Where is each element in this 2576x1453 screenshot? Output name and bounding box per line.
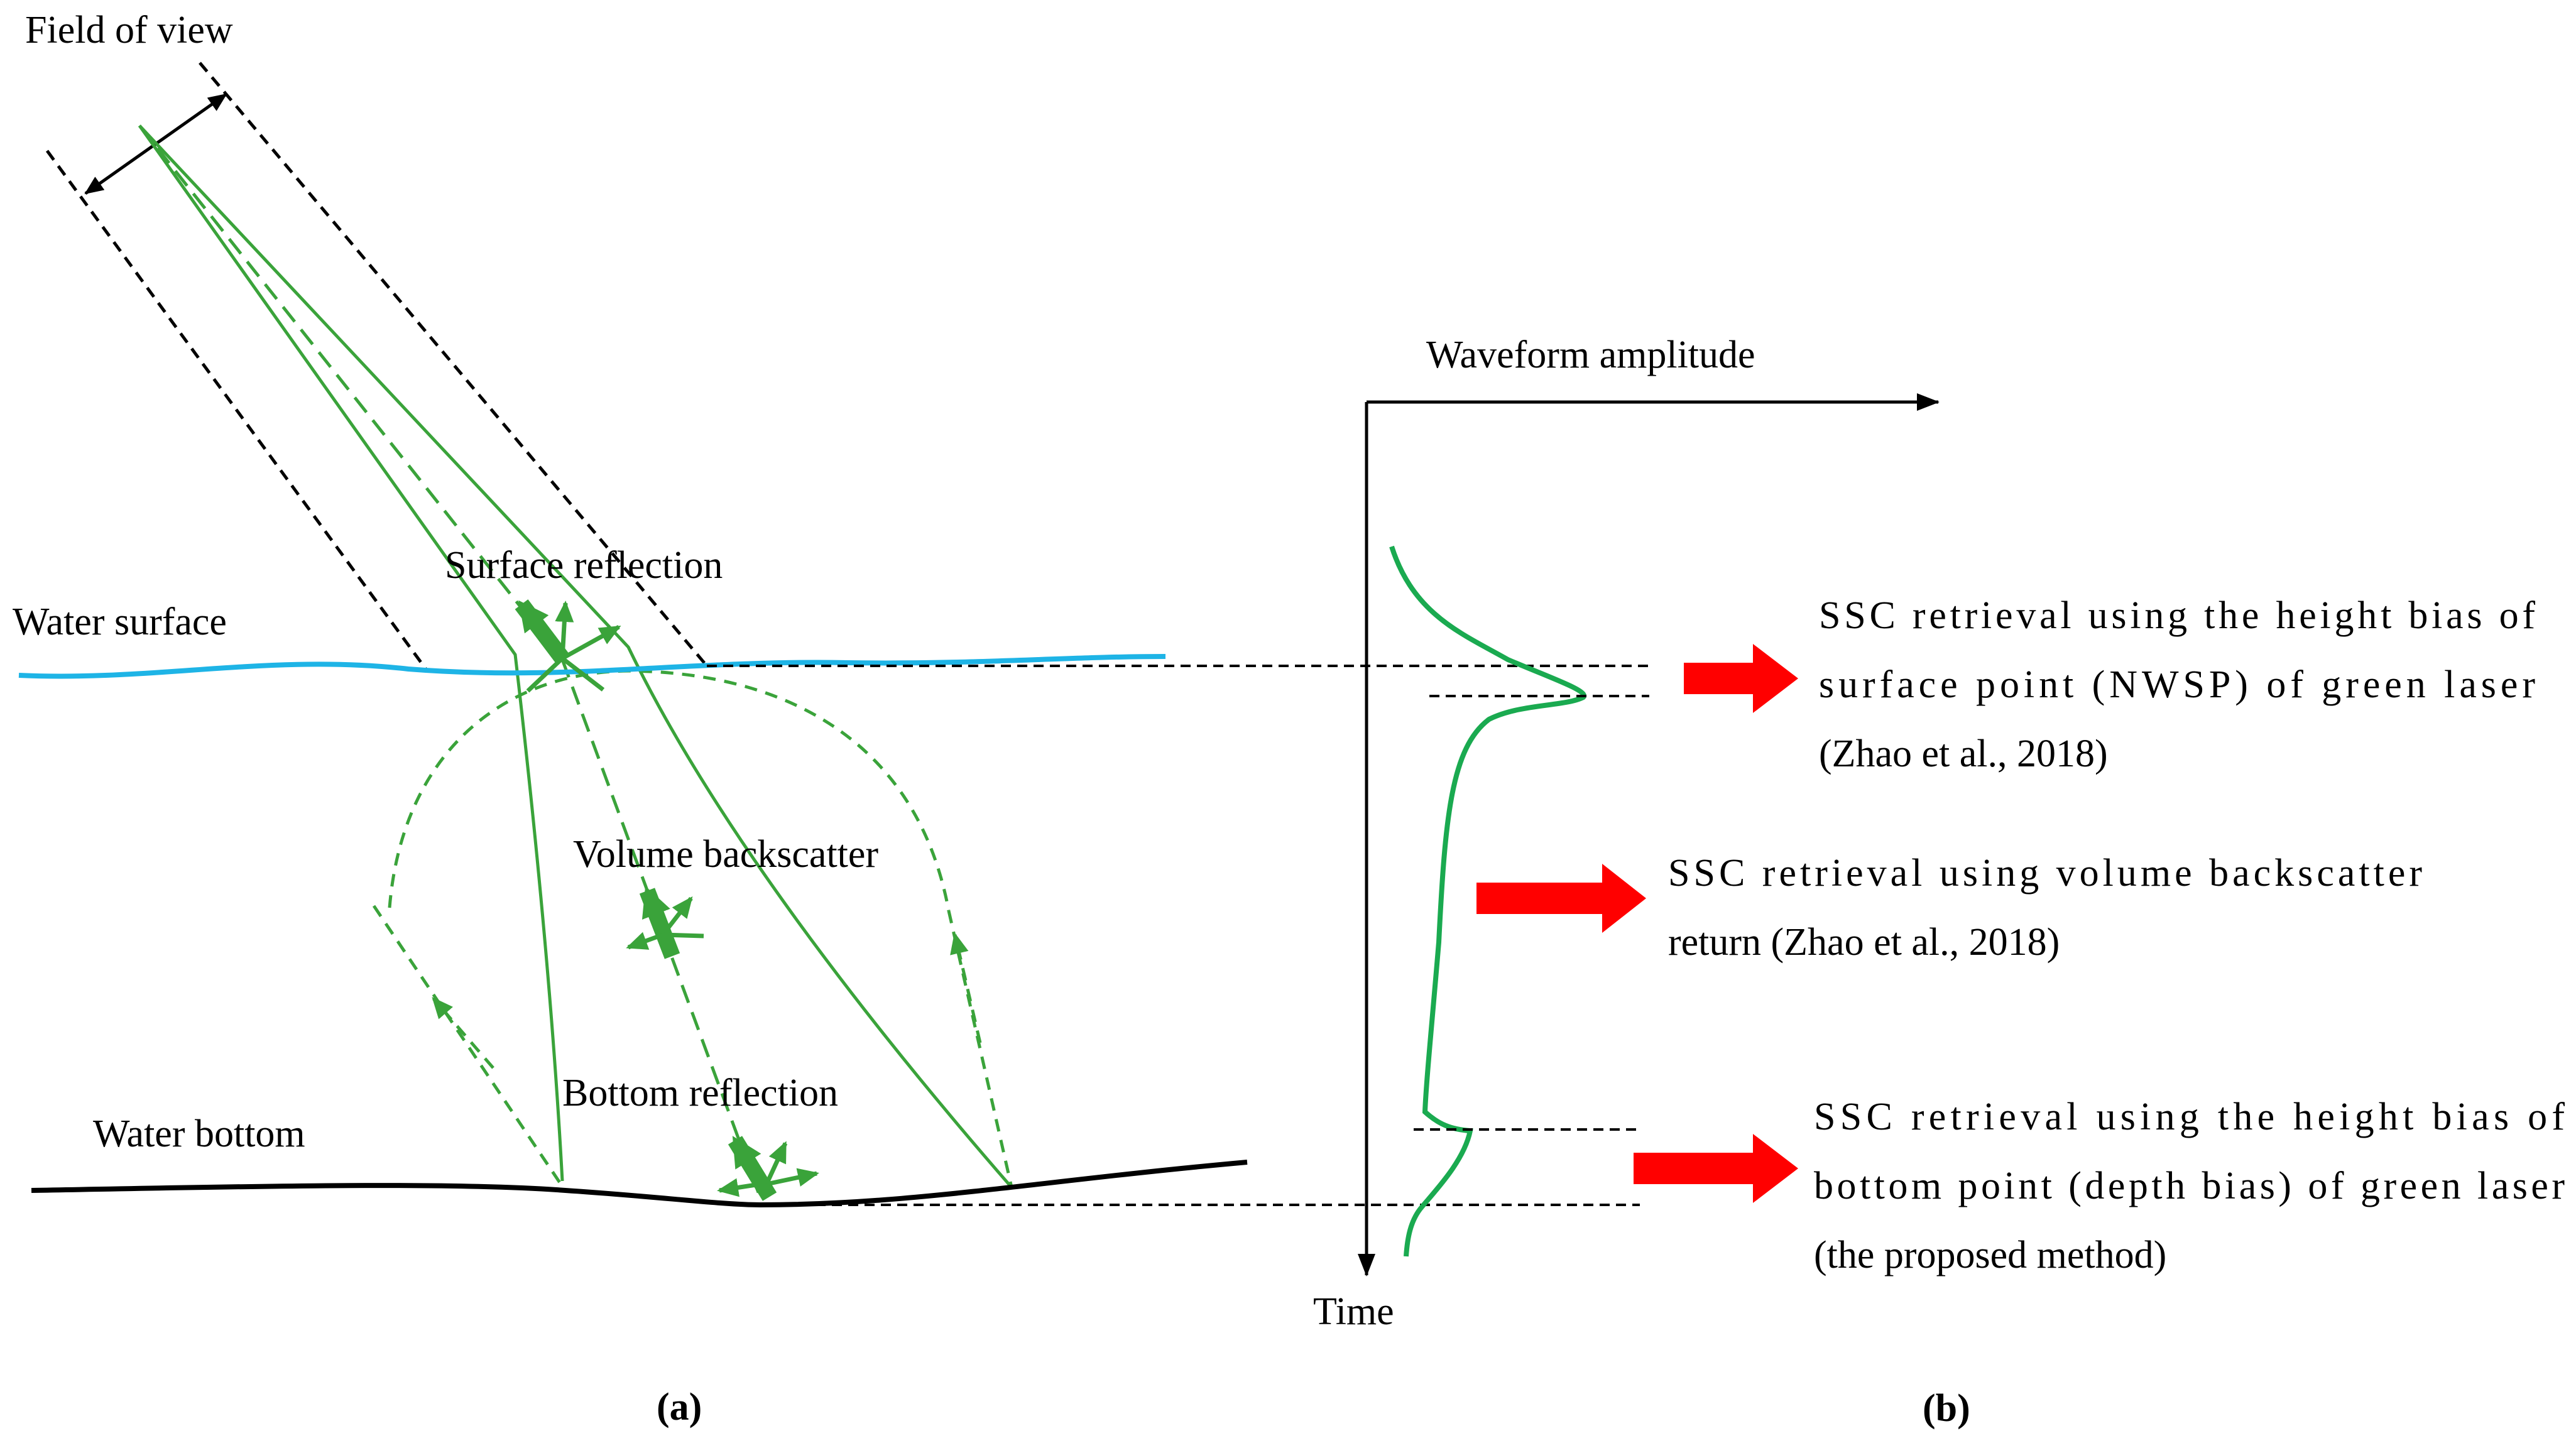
label-surface-reflection: Surface reflection bbox=[445, 544, 723, 587]
label-volume-backscatter: Volume backscatter bbox=[573, 833, 878, 876]
annotation-surface: SSC retrieval using the height bias of s… bbox=[1819, 594, 2535, 775]
beam-cone-right-edge bbox=[138, 124, 1013, 1189]
label-water-surface: Water surface bbox=[13, 601, 227, 643]
beam-center-upper bbox=[138, 124, 564, 661]
panel-b: Waveform amplitude Time SSC retrieval us… bbox=[1313, 334, 2565, 1430]
label-water-bottom: Water bottom bbox=[93, 1113, 305, 1155]
waveform-curve bbox=[1389, 545, 1587, 1257]
annotation-bottom-line-2: bottom point (depth bias) of green laser bbox=[1814, 1165, 2565, 1207]
panel-a: Field of view Surface reflection Water s… bbox=[13, 9, 1248, 1429]
caption-b: (b) bbox=[1923, 1387, 1970, 1430]
red-arrow-volume bbox=[1476, 864, 1646, 933]
x-axis-label: Waveform amplitude bbox=[1426, 334, 1755, 376]
backscatter-return-arrow-left bbox=[432, 996, 494, 1069]
annotation-bottom: SSC retrieval using the height bias of b… bbox=[1814, 1096, 2565, 1276]
annotation-volume: SSC retrieval using volume backscatter r… bbox=[1668, 852, 2422, 964]
caption-a: (a) bbox=[657, 1386, 702, 1429]
water-surface-line bbox=[18, 654, 1166, 679]
beam-cone-left-edge bbox=[138, 124, 564, 1182]
surface-reflection-arrows bbox=[515, 599, 621, 693]
annotation-surface-line-1: SSC retrieval using the height bias of bbox=[1819, 594, 2535, 637]
annotation-volume-line-1: SSC retrieval using volume backscatter bbox=[1668, 852, 2422, 895]
backscatter-dash-left bbox=[372, 905, 565, 1189]
fov-boundary-left bbox=[45, 150, 429, 672]
annotation-surface-line-2: surface point (NWSP) of green laser bbox=[1819, 663, 2535, 706]
red-arrow-surface bbox=[1684, 644, 1798, 713]
water-bottom-line bbox=[31, 1160, 1248, 1208]
annotation-bottom-line-3: (the proposed method) bbox=[1814, 1234, 2166, 1276]
y-axis-label: Time bbox=[1313, 1290, 1394, 1333]
annotation-bottom-line-1: SSC retrieval using the height bias of bbox=[1814, 1096, 2565, 1138]
volume-backscatter-arrows bbox=[626, 886, 704, 959]
label-field-of-view: Field of view bbox=[25, 9, 233, 52]
annotation-volume-line-2: return (Zhao et al., 2018) bbox=[1668, 921, 2060, 964]
red-arrow-bottom bbox=[1634, 1134, 1798, 1203]
annotation-surface-line-3: (Zhao et al., 2018) bbox=[1819, 732, 2108, 775]
label-bottom-reflection: Bottom reflection bbox=[562, 1072, 838, 1114]
bottom-reflection-arrows bbox=[717, 1136, 819, 1201]
backscatter-return-arrow-right bbox=[950, 932, 982, 1043]
beam-center-lower bbox=[560, 659, 763, 1202]
